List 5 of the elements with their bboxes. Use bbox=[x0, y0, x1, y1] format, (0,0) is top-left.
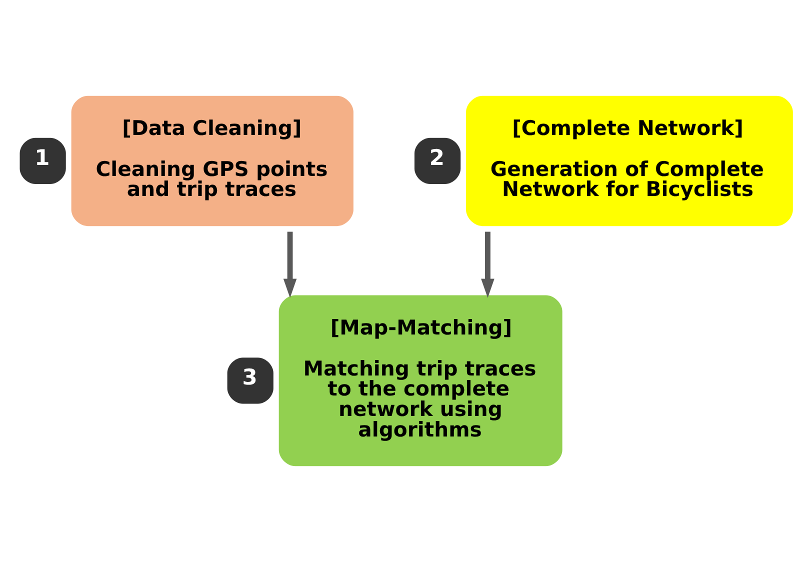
arrow bbox=[283, 231, 297, 298]
node-label: 2 bbox=[429, 145, 444, 170]
node-label: 3 bbox=[242, 364, 258, 390]
arrow bbox=[481, 231, 494, 298]
node-label: 1 bbox=[34, 145, 50, 170]
